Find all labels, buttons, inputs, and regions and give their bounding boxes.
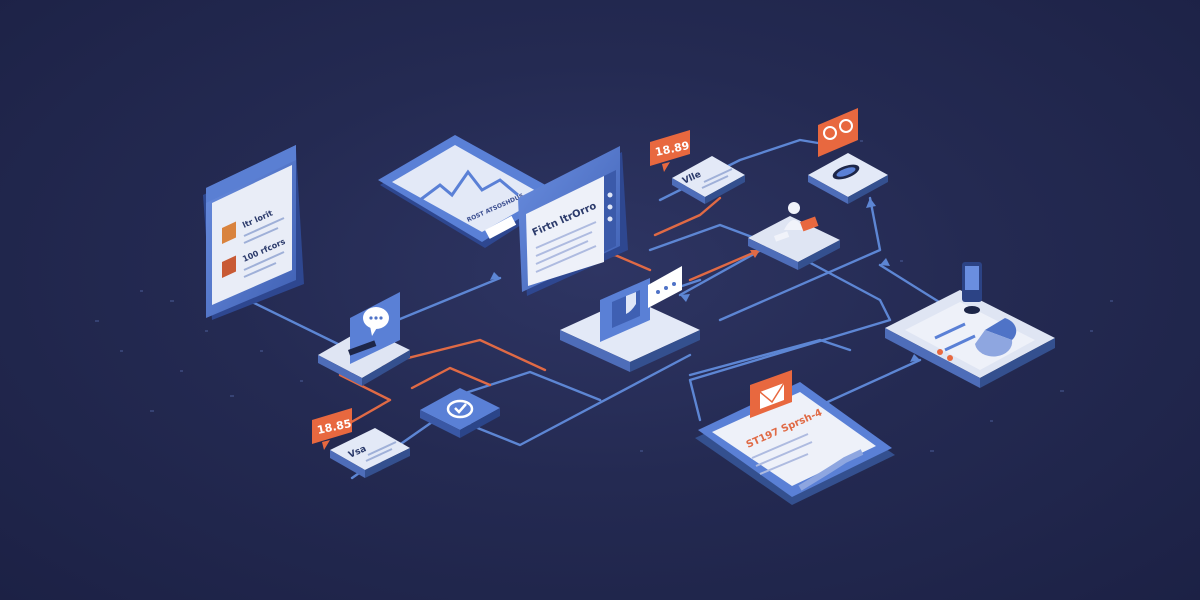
analytics-panel[interactable]: ROST ATSOSHDUS (378, 135, 560, 248)
left-profile-window[interactable]: ltr lorit 100 rfcors (203, 145, 304, 320)
phone-icon (962, 262, 982, 314)
sync-icon (446, 399, 474, 419)
article-window[interactable]: Firtn ltrOrro (518, 146, 628, 296)
person-icon (774, 202, 819, 242)
analytics-chart (419, 169, 519, 202)
profile-avatar (222, 221, 236, 244)
dashboard-pie (985, 318, 1017, 340)
top-price-badge: 18.89 (650, 130, 691, 172)
email-chart (798, 449, 864, 491)
smiley-icon (823, 119, 853, 140)
profile-avatar (222, 255, 236, 278)
email-tablet[interactable]: ST197 Sprsh-4 (695, 370, 895, 505)
shield-icon (626, 292, 636, 314)
search-card[interactable] (808, 108, 888, 204)
chat-card[interactable] (318, 292, 410, 386)
dashboard-card[interactable] (885, 262, 1055, 388)
top-card[interactable]: Vlle (672, 156, 745, 204)
chat-bubble-icon (363, 307, 389, 336)
visa-card[interactable]: Vsa (330, 428, 410, 478)
central-platform[interactable] (560, 266, 700, 372)
search-icon (832, 164, 860, 180)
sync-card[interactable] (420, 388, 500, 438)
left-price-badge: 18.85 (312, 408, 353, 450)
person-card[interactable] (748, 202, 840, 270)
email-icon (750, 370, 792, 418)
